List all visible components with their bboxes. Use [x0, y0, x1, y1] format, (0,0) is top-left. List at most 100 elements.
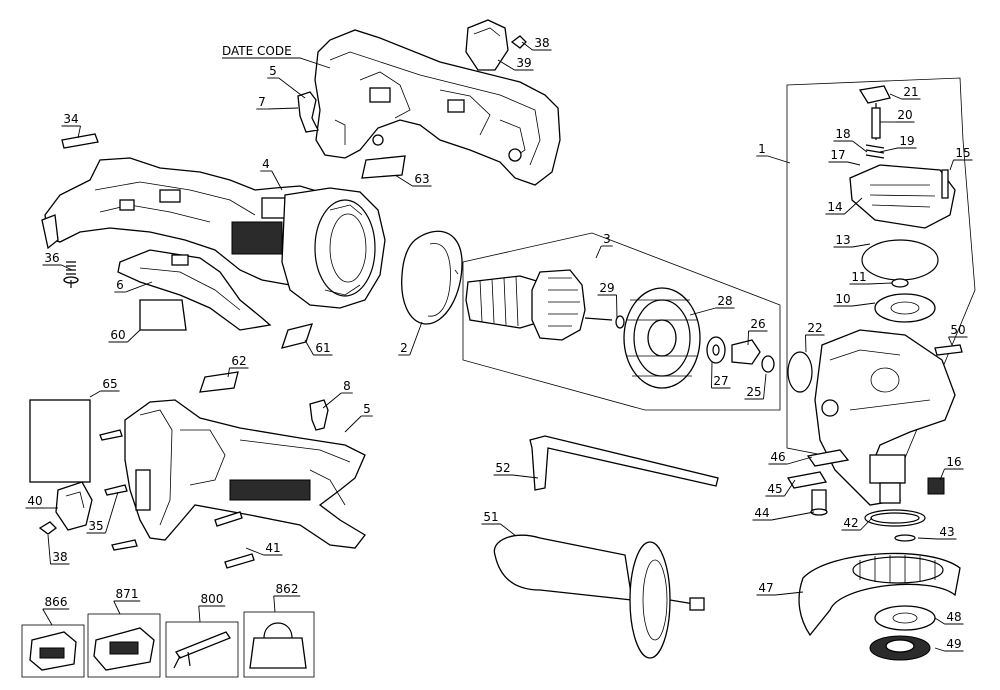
callout-number: 28 [717, 294, 732, 308]
callout-number: 20 [897, 108, 912, 122]
callout-number: 1 [758, 142, 766, 156]
callout-number: 7 [258, 95, 266, 109]
callout-c65: 65 [89, 377, 120, 398]
callout-c42: 42 [841, 516, 873, 531]
callout-number: 49 [946, 637, 961, 651]
callout-c7: 7 [256, 95, 299, 110]
callout-number: 48 [946, 610, 961, 624]
callout-number: 42 [843, 516, 858, 530]
date-code-label: DATE CODE [222, 44, 292, 58]
callout-number: 5 [363, 402, 371, 416]
callout-number: 47 [758, 581, 773, 595]
callout-c28: 28 [689, 294, 735, 316]
callout-c17: 17 [828, 148, 861, 166]
callout-c8: 8 [322, 379, 353, 409]
callout-c22: 22 [805, 321, 825, 353]
battery-pack-icon [21, 624, 85, 678]
callout-c61: 61 [304, 339, 333, 356]
callout-c29: 29 [597, 281, 618, 319]
callout-c5a: 5 [267, 64, 306, 99]
callout-number: 40 [27, 494, 42, 508]
callout-number: 62 [231, 354, 246, 368]
callout-number: 36 [44, 251, 59, 265]
callout-number: 43 [939, 525, 954, 539]
callout-number: 46 [770, 450, 785, 464]
motor-housing [281, 187, 386, 309]
callout-number: 39 [516, 56, 531, 70]
callout-number: 8 [343, 379, 351, 393]
callout-c63: 63 [394, 172, 432, 187]
callout-number: 60 [110, 328, 125, 342]
callout-number: 29 [599, 281, 614, 295]
callout-number: 38 [534, 36, 549, 50]
callout-number: 862 [276, 582, 299, 596]
callout-number: 17 [830, 148, 845, 162]
callout-number: 61 [315, 341, 330, 355]
callout-number: 11 [851, 270, 866, 284]
callout-c14: 14 [825, 197, 863, 215]
middle-housing [41, 157, 336, 286]
callout-number: 22 [807, 321, 822, 335]
handle-housing [124, 399, 366, 549]
screws [99, 429, 255, 569]
callout-c18: 18 [833, 127, 868, 153]
callout-c26: 26 [747, 317, 768, 346]
switch-cap [38, 481, 93, 535]
callout-c40: 40 [25, 494, 58, 509]
callout-c2: 2 [398, 321, 423, 356]
callout-c4: 4 [260, 157, 283, 191]
callout-c62: 62 [227, 354, 249, 378]
callout-number: 51 [483, 510, 498, 524]
callout-number: 5 [269, 64, 277, 78]
callout-c5b: 5 [344, 402, 373, 433]
callout-number: 25 [746, 385, 761, 399]
clip-part [297, 91, 319, 133]
switch-button-part [465, 19, 527, 71]
callout-number: 2 [400, 341, 408, 355]
callout-c11: 11 [849, 270, 893, 285]
callout-number: 14 [827, 200, 842, 214]
callout-c1: 1 [756, 142, 791, 164]
callout-c50: 50 [948, 323, 968, 346]
callout-c38a: 38 [521, 36, 552, 51]
spring-screw [63, 261, 79, 288]
callout-number: 65 [102, 377, 117, 391]
callout-number: 38 [52, 550, 67, 564]
strip-part [61, 133, 99, 149]
wheel-guard [798, 552, 961, 637]
callout-number: 34 [63, 112, 78, 126]
callout-number: 800 [201, 592, 224, 606]
callout-number: 871 [116, 587, 139, 601]
callout-number: 10 [835, 292, 850, 306]
callout-c38b: 38 [47, 534, 70, 565]
flange-and-nut [869, 605, 936, 661]
callout-number: 866 [45, 595, 68, 609]
callout-c20: 20 [880, 108, 915, 123]
callout-number: 45 [767, 482, 782, 496]
callout-c45: 45 [765, 479, 796, 497]
callout-number: 21 [903, 85, 918, 99]
side-handle [493, 534, 705, 659]
callout-c13: 13 [833, 233, 871, 248]
bottom-cover [117, 249, 272, 331]
callout-c52: 52 [493, 461, 539, 479]
clip-part-8 [309, 399, 329, 431]
callout-number: 4 [262, 157, 270, 171]
callout-c800: 800 [198, 592, 226, 623]
callout-c47: 47 [756, 581, 804, 596]
callout-c34: 34 [61, 112, 81, 139]
guard-lever-parts [786, 449, 850, 516]
callout-number: 15 [955, 146, 970, 160]
callout-number: 13 [835, 233, 850, 247]
callout-number: 50 [950, 323, 965, 337]
callout-number: 63 [414, 172, 429, 186]
callout-number: 44 [754, 506, 769, 520]
callout-c39: 39 [497, 56, 534, 71]
fan-baffle [401, 230, 463, 325]
callout-number: 52 [495, 461, 510, 475]
callout-c48: 48 [934, 610, 964, 625]
callout-c51: 51 [481, 510, 517, 537]
callout-c44: 44 [752, 506, 815, 521]
callout-c3: 3 [595, 232, 613, 259]
